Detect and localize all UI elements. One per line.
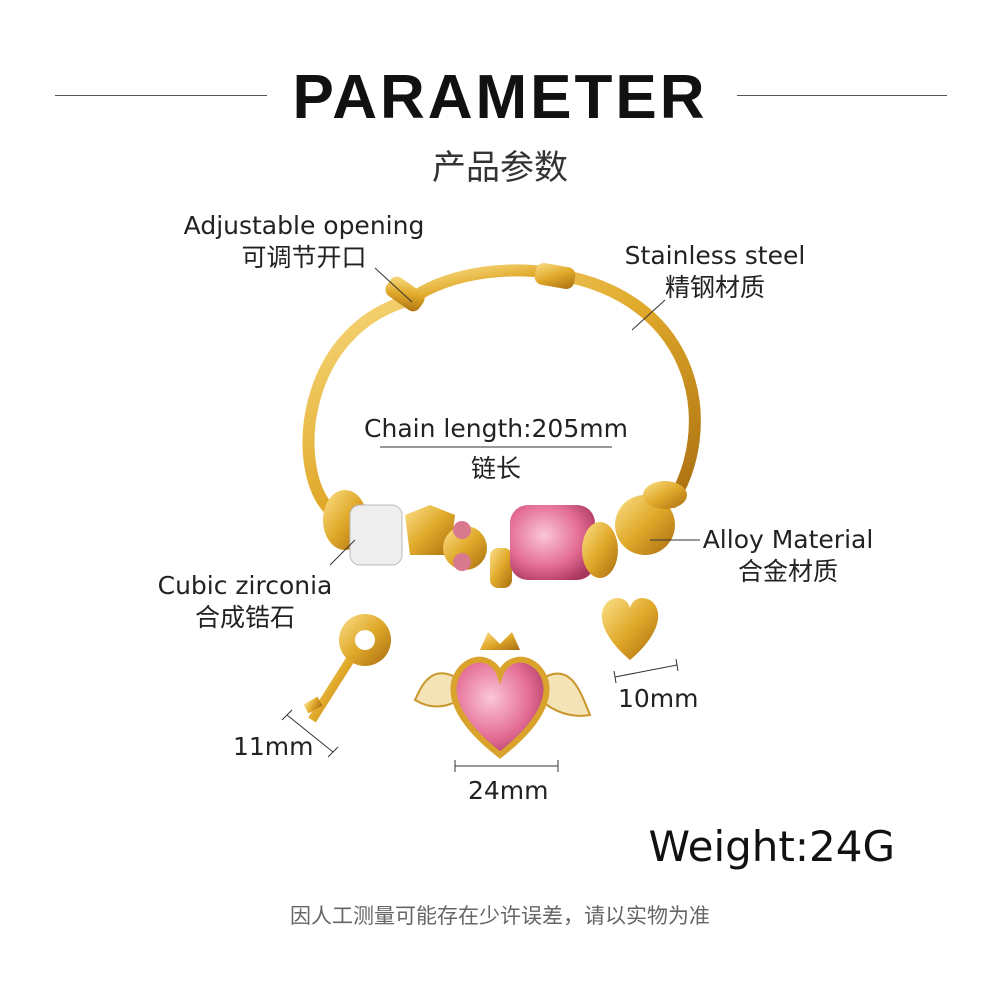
label-chain-length: Chain length:205mm 链长 (360, 409, 632, 489)
label-en: Cubic zirconia (157, 571, 333, 600)
label-en: Chain length:205mm (364, 414, 628, 443)
label-alloy-material: Alloy Material 合金材质 (700, 524, 876, 588)
page-subtitle: 产品参数 (432, 148, 568, 188)
dimension-heart: 24mm (468, 776, 549, 805)
label-cubic-zirconia: Cubic zirconia 合成锆石 (145, 570, 345, 634)
label-en: Adjustable opening (183, 211, 425, 240)
pink-glass-bead (510, 505, 595, 580)
small-heart-charm (601, 555, 659, 660)
annotation-lines (281, 267, 700, 772)
crystal-bead (349, 504, 403, 566)
filigree-bead (405, 505, 455, 555)
label-en: Stainless steel (624, 241, 806, 270)
label-zh: 合金材质 (737, 557, 838, 586)
label-zh: 链长 (470, 454, 521, 483)
dimension-key: 11mm (233, 732, 314, 761)
label-zh: 可调节开口 (241, 243, 367, 272)
header-rule-right (737, 95, 947, 96)
measurement-note: 因人工测量可能存在少许误差，请以实物为准 (290, 904, 710, 928)
label-zh: 合成锆石 (194, 603, 295, 632)
key-charm (303, 570, 391, 723)
header-rule-left (55, 95, 267, 96)
label-en: Alloy Material (702, 525, 874, 554)
label-stainless-steel: Stainless steel 精钢材质 (615, 240, 815, 304)
weight-label: Weight:24G (648, 822, 895, 871)
page-title: PARAMETER (292, 63, 708, 132)
label-zh: 精钢材质 (664, 273, 765, 302)
label-adjustable-opening: Adjustable opening 可调节开口 (170, 210, 438, 274)
winged-heart-charm (413, 590, 592, 759)
bangle-wire (302, 269, 701, 515)
dimension-small-heart: 10mm (618, 684, 699, 713)
